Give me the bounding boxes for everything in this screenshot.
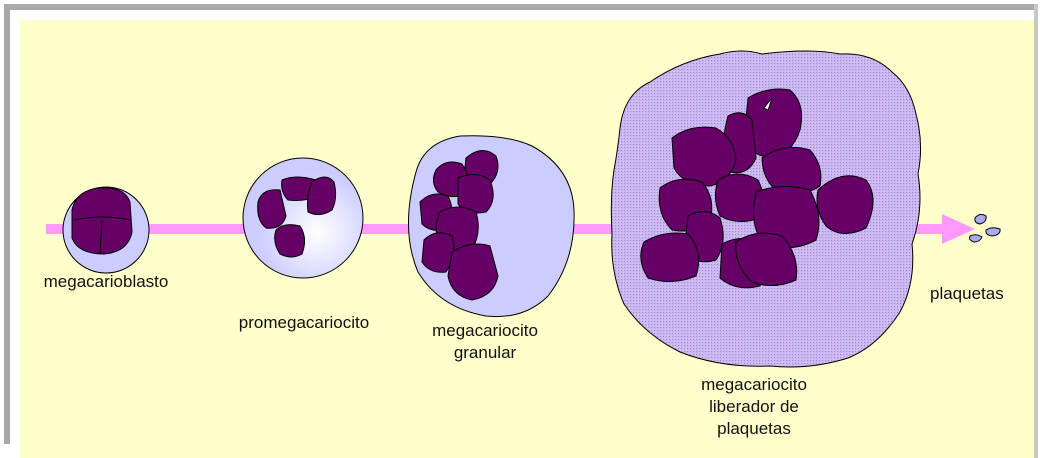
- label-line: megacarioblasto: [20, 271, 192, 293]
- cell-promegacariocito: [243, 158, 363, 278]
- frame-bevel-right: [1034, 4, 1038, 458]
- label-promegacariocito: promegacariocito: [206, 312, 402, 334]
- label-megacarioblasto: megacarioblasto: [20, 271, 192, 293]
- cell-megacariocito-granular: [408, 136, 574, 317]
- frame-inner-top: [10, 10, 1034, 20]
- label-megacariocito-liberador: megacariocito liberador de plaquetas: [680, 374, 828, 440]
- label-line: megacariocito: [402, 320, 568, 342]
- label-line: plaquetas: [930, 283, 1034, 305]
- nucleus: [641, 233, 699, 282]
- megakaryopoiesis-diagram: [20, 20, 1034, 458]
- label-line: granular: [402, 342, 568, 364]
- label-line: megacariocito: [680, 374, 828, 396]
- diagram-panel: megacarioblasto promegacariocito megacar…: [20, 20, 1034, 458]
- cell-megacariocito-liberador: [611, 51, 920, 367]
- nucleus: [448, 244, 498, 300]
- nucleus: [308, 177, 336, 215]
- label-line: plaquetas: [680, 418, 828, 440]
- label-line: liberador de: [680, 396, 828, 418]
- cell-megacarioblasto: [63, 187, 149, 273]
- label-line: promegacariocito: [206, 312, 402, 334]
- label-megacariocito-granular: megacariocito granular: [402, 320, 568, 364]
- nucleus: [275, 225, 305, 257]
- frame-inner-left: [10, 10, 20, 448]
- nucleus: [258, 190, 286, 229]
- label-plaquetas: plaquetas: [930, 283, 1034, 305]
- nucleus: [817, 176, 873, 234]
- platelets: [970, 214, 1001, 242]
